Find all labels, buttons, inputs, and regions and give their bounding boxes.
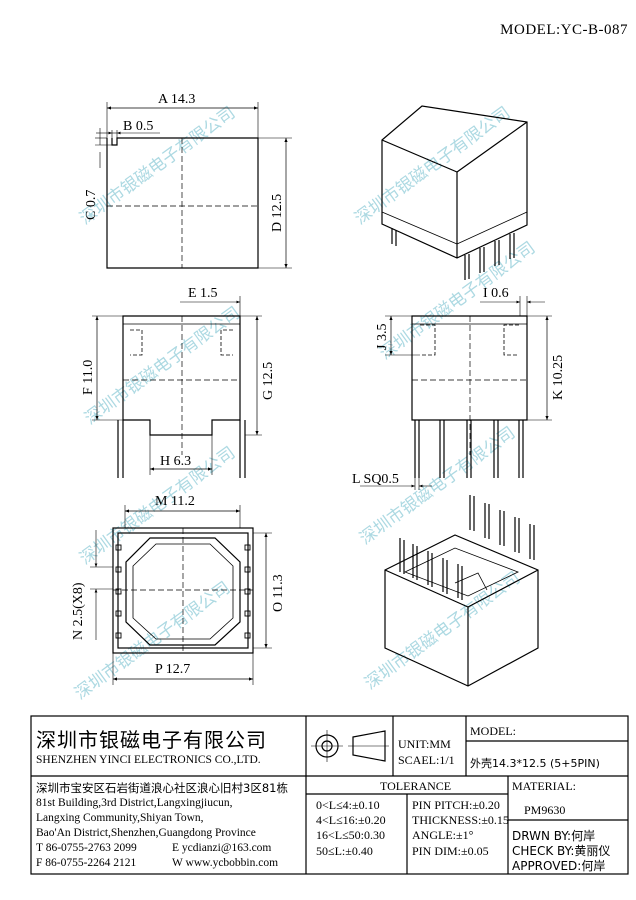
address-en-2: Langxing Community,Shiyan Town, bbox=[36, 812, 204, 824]
front-view bbox=[92, 296, 262, 478]
tolerance-header: TOLERANCE bbox=[380, 779, 452, 793]
model-label: MODEL:YC-B-087 bbox=[500, 22, 628, 38]
unit: UNIT:MM bbox=[398, 737, 451, 751]
dim-c: C 0.7 bbox=[84, 190, 99, 220]
telephone: T 86-0755-2763 2099 bbox=[36, 842, 137, 854]
fax: F 86-0755-2264 2121 bbox=[36, 857, 137, 869]
dim-b: B 0.5 bbox=[123, 119, 153, 134]
isometric-view-top bbox=[381, 105, 528, 280]
approved-by: APPROVED:何岸 bbox=[512, 859, 606, 873]
watermark-text: 深圳市银磁电子有限公司 bbox=[81, 303, 244, 429]
material-value: PM9630 bbox=[524, 803, 566, 817]
dim-l: L SQ0.5 bbox=[352, 472, 399, 487]
dim-g: G 12.5 bbox=[261, 362, 276, 400]
company-name-cn: 深圳市银磁电子有限公司 bbox=[36, 728, 267, 752]
address-en-3: Bao'An District,Shenzhen,Guangdong Provi… bbox=[36, 827, 256, 839]
drawn-by: DRWN BY:何岸 bbox=[512, 829, 596, 843]
watermark-text: 深圳市银磁电子有限公司 bbox=[71, 578, 234, 704]
dim-e: E 1.5 bbox=[188, 286, 218, 301]
pin-dim: PIN DIM:±0.05 bbox=[412, 844, 489, 858]
dim-p: P 12.7 bbox=[155, 662, 190, 677]
dim-m: M 11.2 bbox=[155, 494, 195, 509]
dim-h: H 6.3 bbox=[160, 454, 191, 469]
tolerance-row-2: 4<L≤16:±0.20 bbox=[316, 813, 386, 827]
dim-i: I 0.6 bbox=[483, 286, 509, 301]
company-name-en: SHENZHEN YINCI ELECTRONICS CO.,LTD. bbox=[36, 754, 261, 766]
check-by: CHECK BY:黄丽仪 bbox=[512, 844, 611, 858]
title-block-frame bbox=[30, 715, 629, 875]
scale: SCAEL:1/1 bbox=[398, 753, 455, 767]
watermark-text: 深圳市银磁电子有限公司 bbox=[351, 103, 514, 229]
watermarks: 深圳市银磁电子有限公司 深圳市银磁电子有限公司 深圳市银磁电子有限公司 深圳市银… bbox=[71, 103, 539, 704]
dim-a: A 14.3 bbox=[158, 92, 195, 107]
model-value: 外壳14.3*12.5 (5+5PIN) bbox=[470, 757, 600, 770]
dim-k: K 10.25 bbox=[551, 355, 566, 400]
dim-n: N 2.5(X8) bbox=[71, 582, 86, 640]
address-en-1: 81st Building,3rd District,Langxingjiucu… bbox=[36, 797, 233, 809]
tolerance-row-3: 16<L≤50:0.30 bbox=[316, 828, 386, 842]
watermark-text: 深圳市银磁电子有限公司 bbox=[76, 103, 239, 229]
email: E ycdianzi@163.com bbox=[172, 842, 272, 854]
isometric-view-bottom bbox=[384, 495, 539, 687]
pin-pitch: PIN PITCH:±0.20 bbox=[412, 798, 500, 812]
dim-j: J 3.5 bbox=[375, 324, 390, 350]
dim-d: D 12.5 bbox=[270, 194, 285, 232]
top-view bbox=[95, 102, 292, 269]
watermark-text: 深圳市银磁电子有限公司 bbox=[376, 238, 539, 364]
material-header: MATERIAL: bbox=[512, 779, 576, 793]
angle: ANGLE:±1° bbox=[412, 828, 474, 842]
tolerance-row-1: 0<L≤4:±0.10 bbox=[316, 798, 380, 812]
address-cn: 深圳市宝安区石岩街道浪心社区浪心旧村3区81栋 bbox=[36, 781, 288, 795]
dim-f: F 11.0 bbox=[81, 360, 96, 395]
tolerance-row-4: 50≤L:±0.40 bbox=[316, 844, 373, 858]
side-view bbox=[360, 296, 552, 490]
model-header: MODEL: bbox=[470, 724, 516, 738]
dim-o: O 11.3 bbox=[271, 574, 286, 612]
website: W www.ycbobbin.com bbox=[172, 857, 279, 869]
thickness: THICKNESS:±0.15 bbox=[412, 813, 509, 827]
bottom-view bbox=[90, 505, 272, 685]
